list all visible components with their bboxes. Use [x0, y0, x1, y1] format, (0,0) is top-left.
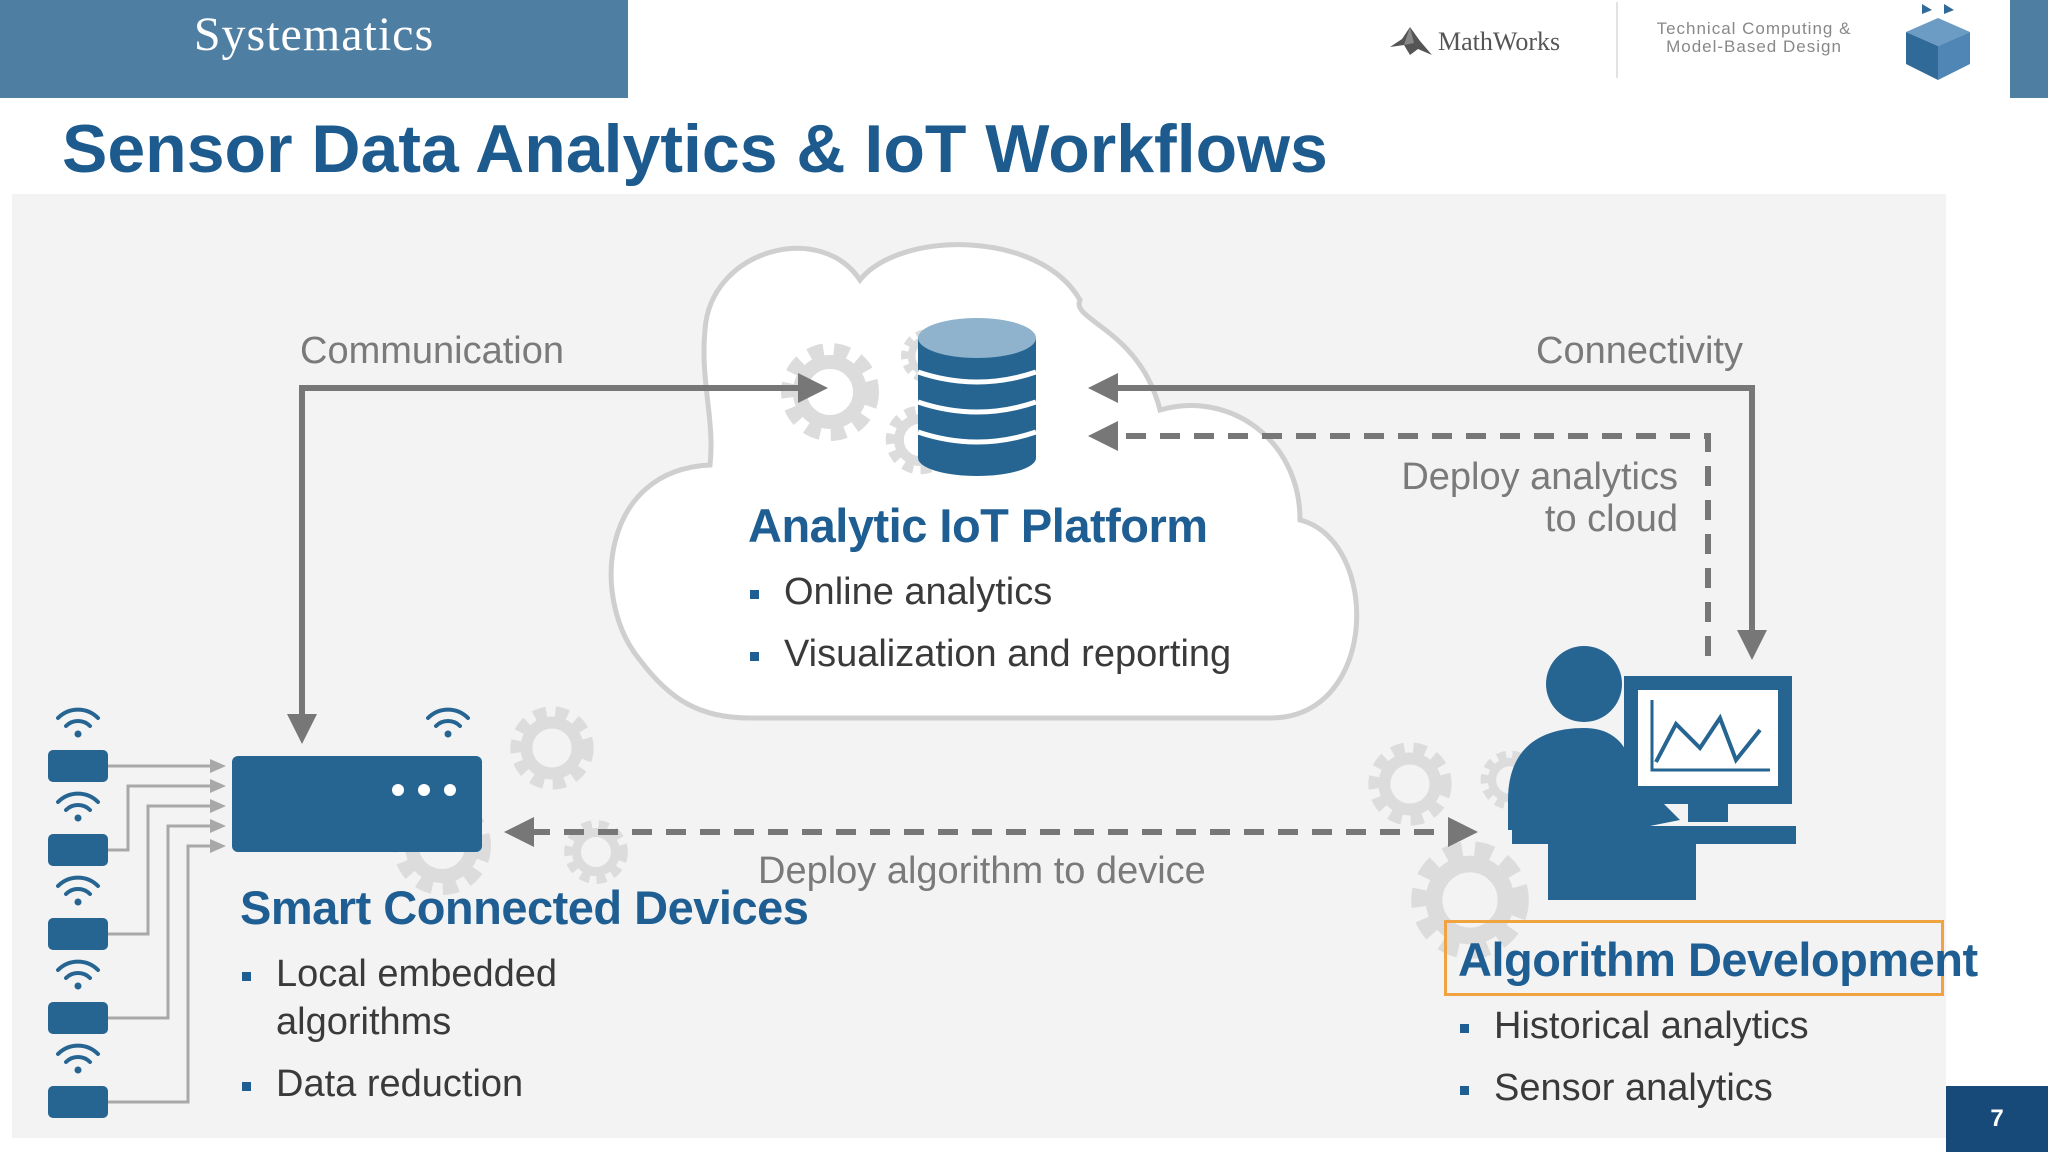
wifi-icon [426, 707, 470, 740]
gear-icon [518, 714, 586, 782]
wifi-icon [56, 791, 100, 824]
partner-name: MathWorks [1438, 27, 1561, 56]
gear-icon [1376, 750, 1444, 818]
wifi-icon [56, 959, 100, 992]
wifi-icon [56, 1043, 100, 1076]
cloud-bullets: Online analytics Visualization and repor… [748, 568, 1231, 678]
sensor-node [48, 959, 108, 1034]
communication-arrow [287, 373, 828, 744]
sensor-node [48, 875, 108, 950]
database-icon [917, 318, 1037, 476]
cloud-bullet: Visualization and reporting [748, 630, 1231, 678]
deploy-cloud-arrow [1088, 421, 1711, 656]
slide-header: Systematics MathWorks Technical Computin… [0, 0, 2048, 98]
header-right-strip [2010, 0, 2048, 98]
algorithm-bullet: Sensor analytics [1458, 1064, 1809, 1112]
devices-heading: Smart Connected Devices [240, 881, 809, 934]
deploy-cloud-label-line-2: to cloud [1544, 498, 1678, 540]
algorithm-bullets: Historical analytics Sensor analytics [1458, 1002, 1809, 1112]
tagline: Technical Computing & Model-Based Design [1624, 20, 1884, 56]
connectivity-arrow [1088, 373, 1767, 660]
devices-bullet: Data reduction [240, 1060, 557, 1108]
connectivity-label: Connectivity [1536, 330, 1743, 372]
header-divider [1616, 2, 1618, 78]
sensor-node [48, 707, 108, 782]
tagline-line-2: Model-Based Design [1666, 37, 1842, 56]
brand-logo-text: Systematics [193, 8, 435, 61]
deploy-device-label: Deploy algorithm to device [758, 850, 1206, 892]
connector-arrowheads [210, 759, 226, 853]
sensor-array [48, 707, 108, 1118]
devices-bullet: Local embedded [240, 950, 557, 998]
membrane-icon [1390, 27, 1432, 55]
mathworks-logo: MathWorks [1388, 22, 1560, 62]
cloud-heading: Analytic IoT Platform [748, 499, 1208, 552]
cloud-bullet: Online analytics [748, 568, 1231, 616]
devices-bullets: Local embedded algorithms Data reduction [240, 950, 557, 1108]
devices-bullet-continuation: algorithms [276, 1001, 452, 1043]
sensor-node [48, 1043, 108, 1118]
deploy-cloud-label-line-1: Deploy analytics [1401, 456, 1678, 498]
device-box [232, 756, 482, 852]
wifi-icon [56, 875, 100, 908]
sensor-connectors [108, 764, 210, 1104]
wifi-icon [56, 707, 100, 740]
algorithm-highlight-box [1444, 920, 1944, 996]
cube-logo-icon [1906, 4, 1970, 80]
algorithm-heading: Algorithm Development [1458, 933, 1978, 986]
brand-banner: Systematics [0, 0, 628, 98]
algorithm-bullet: Historical analytics [1458, 1002, 1809, 1050]
sensor-node [48, 791, 108, 866]
page-number: 7 [1946, 1086, 2048, 1152]
deploy-device-arrow [504, 817, 1478, 847]
communication-label: Communication [300, 330, 564, 372]
slide-title: Sensor Data Analytics & IoT Workflows [62, 111, 1328, 187]
tagline-line-1: Technical Computing & [1656, 19, 1852, 38]
person-at-computer-icon [1508, 646, 1796, 900]
